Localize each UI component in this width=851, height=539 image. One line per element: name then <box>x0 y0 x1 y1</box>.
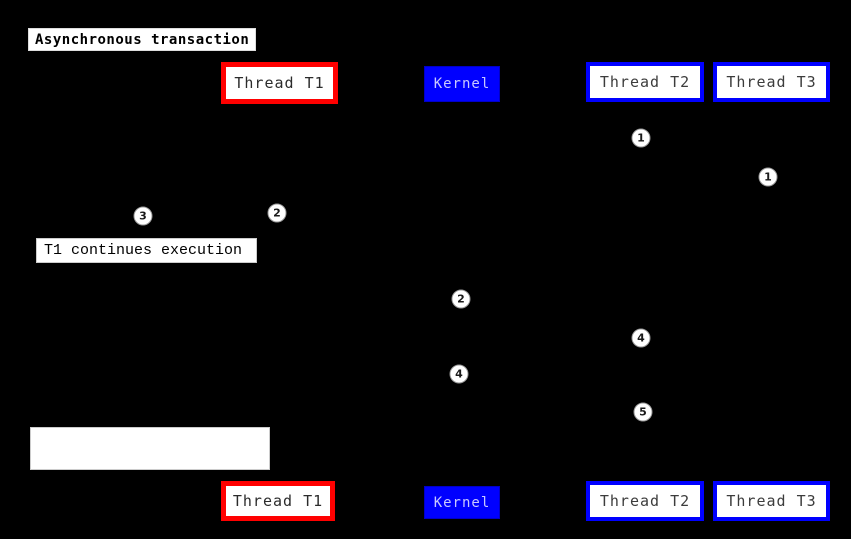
sequence-number-circle: 1 <box>758 167 778 187</box>
participant-thread-t1-bottom: Thread T1 <box>221 481 335 521</box>
diagram-title: Asynchronous transaction <box>28 28 256 51</box>
participant-kernel-top: Kernel <box>424 66 500 102</box>
sequence-number-circle: 5 <box>633 402 653 422</box>
note-empty-box <box>30 427 270 470</box>
sequence-number-circle: 3 <box>133 206 153 226</box>
participant-thread-t3-top: Thread T3 <box>713 62 830 102</box>
sequence-number-circle: 4 <box>449 364 469 384</box>
sequence-number-circle: 2 <box>451 289 471 309</box>
sequence-number-circle: 2 <box>267 203 287 223</box>
sequence-number-circle: 1 <box>631 128 651 148</box>
participant-kernel-bottom: Kernel <box>424 486 500 519</box>
note-t1-continues-execution: T1 continues execution <box>36 238 257 263</box>
participant-thread-t3-bottom: Thread T3 <box>713 481 830 521</box>
participant-thread-t1-top: Thread T1 <box>221 62 338 104</box>
participant-thread-t2-bottom: Thread T2 <box>586 481 704 521</box>
participant-thread-t2-top: Thread T2 <box>586 62 704 102</box>
sequence-number-circle: 4 <box>631 328 651 348</box>
